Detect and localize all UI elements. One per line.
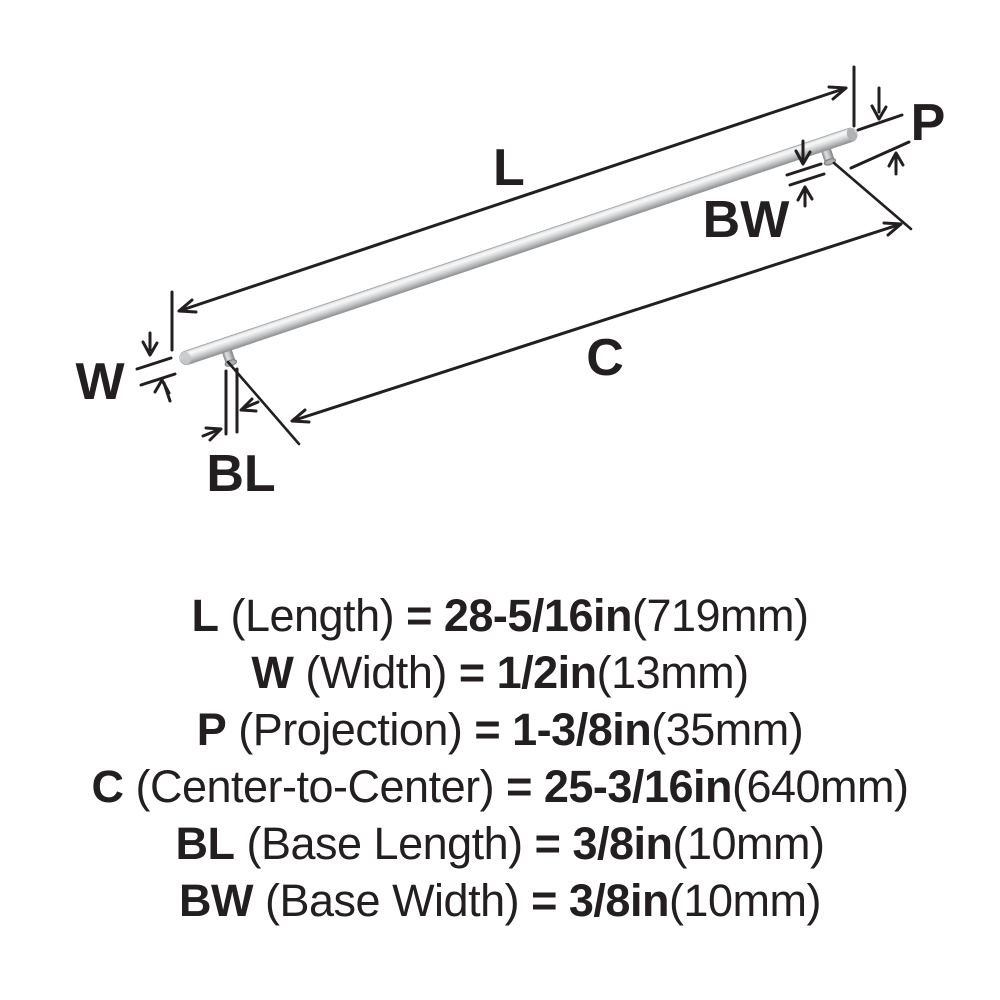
spec-value: 28-5/16in [443,589,633,641]
projection-dimension: P [849,86,946,176]
spec-metric: (10mm) [668,874,822,926]
product-dimension-diagram: L C W BL [75,65,946,503]
equals-sign: = [474,703,501,755]
spec-metric: (719mm) [631,589,809,641]
label-base-width: BW [703,191,791,249]
projection-line-upper [856,113,904,132]
label-center-to-center: C [586,329,624,387]
bar-tube [179,127,858,366]
spec-metric: (10mm) [672,817,826,869]
width-tick-upper [135,356,173,371]
arrowhead [290,408,311,424]
equals-sign: = [406,589,432,641]
spec-line-base-width: BW (Base Width) = 3/8in (10mm) [0,872,1000,929]
width-dimension: W [75,331,177,411]
spec-line-length: L (Length) = 28-5/16in (719mm) [0,587,1000,644]
spec-metric: (640mm) [731,760,909,812]
equals-sign: = [506,760,532,812]
center-extension-right [832,161,913,231]
spec-value: 25-3/16in [543,760,733,812]
base-width-dimension: BW [703,139,826,249]
equals-sign: = [458,646,485,698]
spec-name: (Projection) [238,703,463,755]
spec-key: BL [175,817,235,869]
arrowhead [796,185,814,202]
bar-left-endcap [180,351,192,365]
spec-list: L (Length) = 28-5/16in (719mm) W (Width)… [0,587,1000,929]
spec-key: W [251,646,294,698]
spec-key: C [91,760,124,812]
arrowhead [887,151,905,168]
spec-line-center-to-center: C (Center-to-Center) = 25-3/16in (640mm) [0,758,1000,815]
arrowhead [204,426,223,442]
arrowhead [177,298,198,314]
label-length: L [493,139,525,197]
projection-line-lower [849,140,911,170]
arrowhead [870,104,888,121]
spec-line-base-length: BL (Base Length) = 3/8in (10mm) [0,815,1000,872]
arrowhead [882,221,903,237]
arrowhead [153,378,171,395]
spec-metric: (35mm) [651,703,804,755]
bar-right-endcap [846,128,857,141]
spec-name: (Base Width) [265,874,520,926]
length-dimension-line [177,86,848,313]
spec-line-projection: P (Projection) = 1-3/8in (35mm) [0,701,1000,758]
arrowhead [794,149,812,166]
arrowhead [141,340,159,357]
arrowhead [827,85,848,101]
base-width-tick-upper [785,162,823,177]
center-to-center-dimension: C [226,161,913,446]
spec-metric: (13mm) [596,646,750,698]
arrow-shaft [201,428,220,438]
spec-key: L [191,589,219,641]
equals-sign: = [534,817,561,869]
spec-value: 3/8in [568,874,670,926]
equals-sign: = [531,874,557,926]
right-post-foot [823,158,837,166]
arrow-shaft [242,400,260,410]
length-dimension: L [170,65,856,352]
spec-value: 1-3/8in [512,703,652,755]
spec-name: (Width) [305,646,447,698]
base-length-dimension: BL [201,367,276,503]
spec-value: 3/8in [572,817,673,869]
spec-line-width: W (Width) = 1/2in (13mm) [0,644,1000,701]
arrowhead [239,397,258,413]
spec-name: (Length) [230,589,395,641]
label-projection: P [911,94,946,152]
center-extension-left [226,360,301,446]
spec-value: 1/2in [496,646,598,698]
spec-name: (Center-to-Center) [135,760,495,812]
width-tick-lower [139,372,177,387]
spec-key: BW [179,874,254,926]
spec-name: (Base Length) [246,817,523,869]
base-width-tick-lower [788,172,826,187]
dimension-diagram-svg: L C W BL [75,65,946,503]
label-base-length: BL [206,445,275,503]
spec-key: P [196,703,227,755]
label-width: W [75,353,125,411]
center-dimension-line [290,222,903,423]
